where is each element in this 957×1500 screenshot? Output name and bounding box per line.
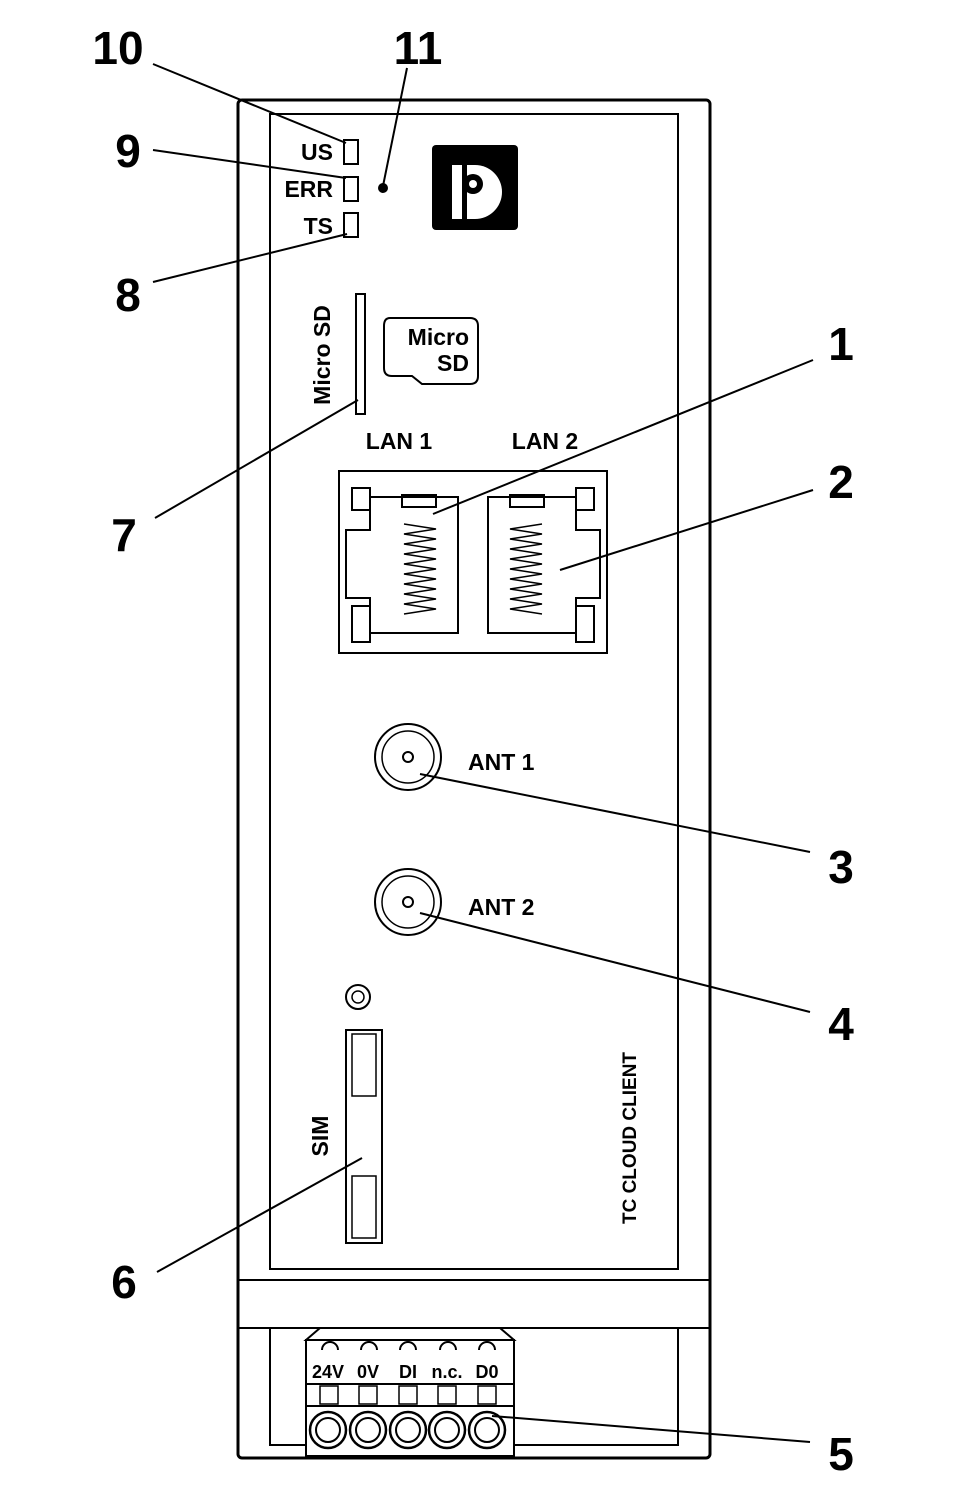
terminal-recess <box>269 1328 306 1446</box>
manufacturer-logo <box>432 145 518 230</box>
terminal-0v-label: 0V <box>357 1362 379 1382</box>
terminal-nc-label: n.c. <box>431 1362 462 1382</box>
leader-4 <box>419 912 811 1013</box>
sim-label: SIM <box>307 1116 333 1157</box>
callout-10: 10 <box>92 22 143 74</box>
antenna-connector-1[interactable] <box>374 723 442 791</box>
callout-9: 9 <box>115 125 141 177</box>
antenna-connector-2[interactable] <box>374 868 442 936</box>
led-ts-label: TS <box>304 213 333 239</box>
terminal-24v-label: 24V <box>312 1362 344 1382</box>
leader-6 <box>156 1157 363 1273</box>
product-name: TC CLOUD CLIENT <box>620 1052 641 1224</box>
terminal-di-label: DI <box>399 1362 417 1382</box>
leader-2 <box>559 489 814 571</box>
microsd-icon-line1: Micro <box>408 324 469 350</box>
status-ring-icon <box>345 984 371 1010</box>
antenna-2-label: ANT 2 <box>468 894 534 920</box>
terminal-recess-right <box>515 1328 679 1446</box>
terminal-screw-di[interactable] <box>388 1385 428 1450</box>
callout-11: 11 <box>394 22 443 74</box>
leader-11 <box>382 67 408 187</box>
led-us-label: US <box>301 139 333 165</box>
microsd-icon-line2: SD <box>437 350 469 376</box>
lan1-port[interactable] <box>345 487 459 643</box>
terminal-screw-24v[interactable] <box>308 1385 348 1450</box>
callout-2: 2 <box>828 456 854 508</box>
lan2-port[interactable] <box>487 487 601 643</box>
led-ts <box>343 212 359 238</box>
leader-9 <box>152 149 347 179</box>
leader-7 <box>154 399 359 519</box>
callout-6: 6 <box>111 1256 137 1308</box>
led-err-label: ERR <box>284 176 333 202</box>
leader-8 <box>152 233 348 283</box>
leader-10 <box>152 63 347 144</box>
leader-3 <box>419 773 811 853</box>
led-us <box>343 139 359 165</box>
antenna-1-label: ANT 1 <box>468 749 535 775</box>
lan2-label: LAN 2 <box>512 428 578 454</box>
front-panel <box>269 113 679 1270</box>
callout-8: 8 <box>115 269 141 321</box>
microsd-card-icon: Micro SD <box>383 317 479 385</box>
sim-slot[interactable] <box>345 1029 383 1244</box>
terminal-block <box>303 1327 517 1457</box>
led-err <box>343 176 359 202</box>
callout-7: 7 <box>111 509 137 561</box>
reset-button[interactable] <box>378 183 388 193</box>
terminal-screw-0v[interactable] <box>348 1385 388 1450</box>
callout-4: 4 <box>828 998 854 1050</box>
lan1-label: LAN 1 <box>366 428 433 454</box>
callout-3: 3 <box>828 841 854 893</box>
leader-5 <box>491 1415 811 1443</box>
callout-1: 1 <box>828 318 854 370</box>
microsd-slot[interactable] <box>355 293 366 415</box>
callout-5: 5 <box>828 1428 854 1480</box>
leader-1 <box>432 359 814 515</box>
terminal-screw-nc[interactable] <box>427 1385 467 1450</box>
housing-outline <box>236 98 712 1460</box>
lan-port-frame <box>338 470 608 654</box>
microsd-slot-label: Micro SD <box>309 305 335 405</box>
led-group: US ERR TS <box>284 139 359 239</box>
terminal-do-label: D0 <box>475 1362 498 1382</box>
terminal-screw-do[interactable] <box>467 1385 507 1450</box>
